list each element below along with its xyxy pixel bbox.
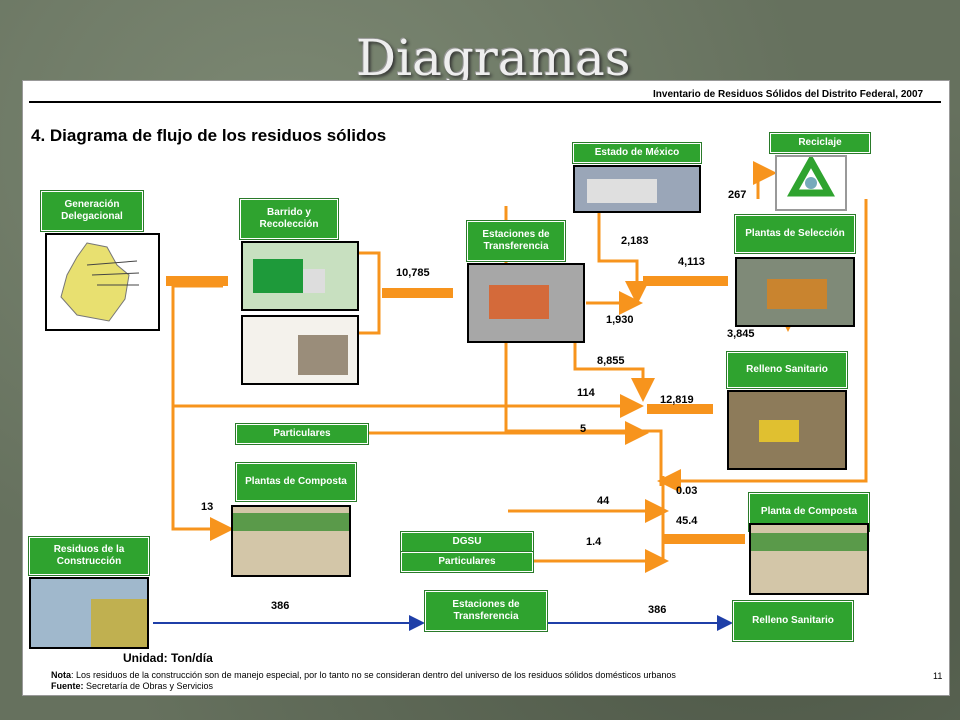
box-plantas-composta-1: Plantas de Composta <box>236 463 356 501</box>
estado-truck-image <box>573 165 701 213</box>
diagram-heading: 4. Diagrama de flujo de los residuos sól… <box>31 126 387 145</box>
truck-image <box>241 241 359 311</box>
box-estaciones-transferencia: Estaciones de Transferencia <box>467 221 565 261</box>
flow-386-a: 386 <box>271 600 290 612</box>
box-plantas-seleccion: Plantas de Selección <box>735 215 855 253</box>
box-dgsu: DGSU <box>401 532 533 552</box>
flow-114: 114 <box>577 387 595 399</box>
construction-image <box>29 577 149 649</box>
flow-1930: 1,930 <box>606 314 634 326</box>
box-particulares-2: Particulares <box>401 552 533 572</box>
header-rule <box>29 101 941 103</box>
box-estado-de-mexico: Estado de México <box>573 143 701 163</box>
note-text: : Los residuos de la construcción son de… <box>71 670 676 680</box>
document-header: Inventario de Residuos Sólidos del Distr… <box>653 89 924 100</box>
unit-label: Unidad: Ton/día <box>123 651 213 665</box>
document-page: Inventario de Residuos Sólidos del Distr… <box>22 80 950 696</box>
source-text: Secretaría de Obras y Servicios <box>83 681 214 691</box>
flow-3845: 3,845 <box>727 328 755 340</box>
flow-8855: 8,855 <box>597 355 625 367</box>
flow-14: 1.4 <box>586 536 602 548</box>
source-label: Fuente: <box>51 681 84 691</box>
slide-title: Diagramas <box>356 29 631 87</box>
box-relleno-sanitario-1: Relleno Sanitario <box>727 352 847 388</box>
composta-image-1 <box>231 505 351 577</box>
flow-454: 45.4 <box>676 515 698 527</box>
box-estaciones-transferencia-2: Estaciones de Transferencia <box>425 591 547 631</box>
composta-image-2 <box>749 523 869 595</box>
map-image <box>45 233 160 331</box>
note-label: Nota <box>51 670 71 680</box>
landfill-image <box>727 390 847 470</box>
box-residuos-construccion: Residuos de la Construcción <box>29 537 149 575</box>
selection-plant-image <box>735 257 855 327</box>
footnote: Nota: Los residuos de la construcción so… <box>51 670 676 692</box>
flow-4113: 4,113 <box>678 256 705 268</box>
box-reciclaje: Reciclaje <box>770 133 870 153</box>
box-relleno-sanitario-2: Relleno Sanitario <box>733 601 853 641</box>
page-number: 11 <box>933 671 943 681</box>
box-particulares-1: Particulares <box>236 424 368 444</box>
flow-386-b: 386 <box>648 604 667 616</box>
flow-5: 5 <box>580 423 587 435</box>
flow-13: 13 <box>201 501 214 513</box>
flow-12819: 12,819 <box>660 394 694 406</box>
box-generacion-delegacional: Generación Delegacional <box>41 191 143 231</box>
flow-2183: 2,183 <box>621 235 649 247</box>
flow-44: 44 <box>597 495 610 507</box>
flow-003: 0.03 <box>676 485 698 497</box>
transfer-station-image <box>467 263 585 343</box>
recycle-icon <box>775 155 847 211</box>
flow-267: 267 <box>728 189 747 201</box>
box-barrido-recoleccion: Barrido y Recolección <box>240 199 338 239</box>
cart-image <box>241 315 359 385</box>
flow-10785: 10,785 <box>396 267 430 279</box>
